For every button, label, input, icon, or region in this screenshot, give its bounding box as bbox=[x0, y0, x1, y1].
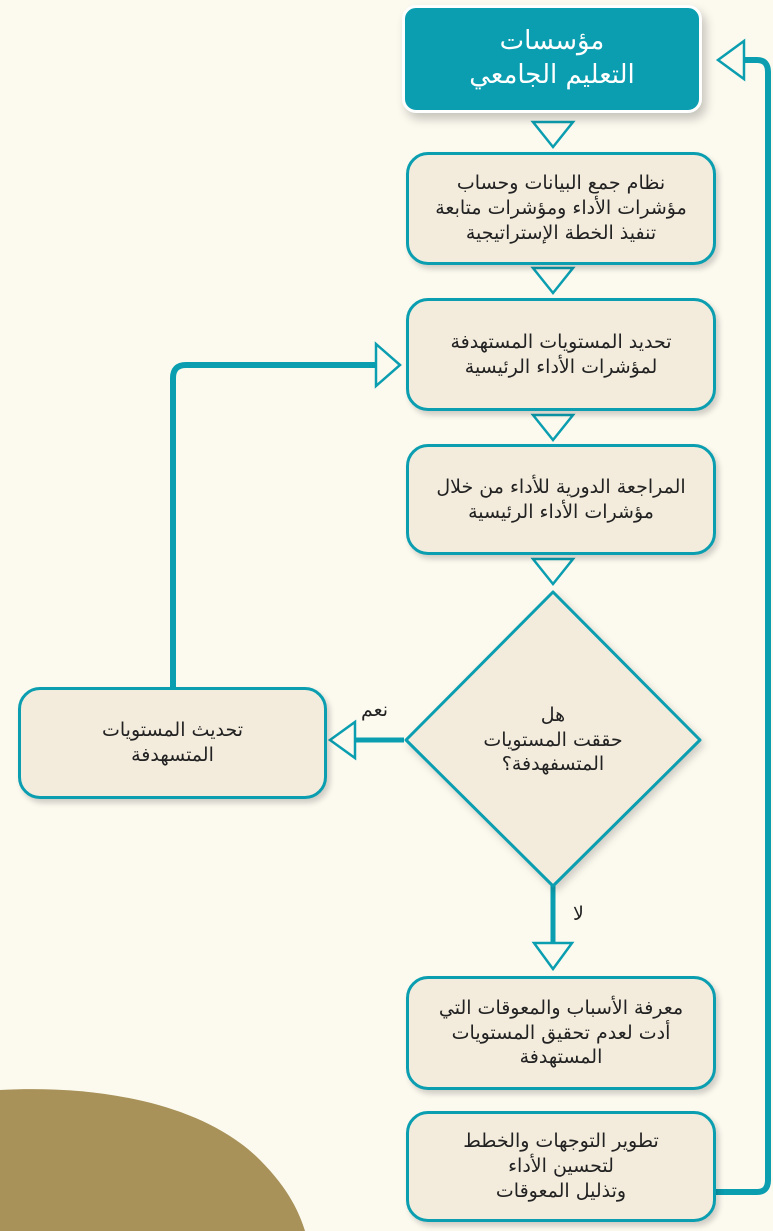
decision-text-box: هل حققت المستويات المتسفهدفة؟ bbox=[456, 690, 650, 790]
develop-text: تطوير التوجهات والخطط لتحسين الأداء وتذل… bbox=[463, 1130, 659, 1202]
top-node: مؤسسات التعليم الجامعي bbox=[402, 5, 702, 113]
find-causes-text: معرفة الأسباب والمعوقات التي أدت لعدم تح… bbox=[438, 996, 684, 1069]
decision-diamond bbox=[404, 590, 702, 888]
top-node-text: مؤسسات التعليم الجامعي bbox=[469, 26, 635, 90]
no-label: لا bbox=[573, 903, 584, 925]
data-system-node: نظام جمع البيانات وحساب مؤشرات الأداء وم… bbox=[406, 152, 716, 265]
yes-label: نعم bbox=[361, 699, 389, 721]
decorative-wave bbox=[0, 1089, 305, 1231]
down-arrow-1 bbox=[530, 120, 576, 150]
decision-text: هل حققت المستويات المتسفهدفة؟ bbox=[483, 703, 623, 776]
update-loop-line bbox=[170, 362, 378, 690]
develop-node: تطوير التوجهات والخطط لتحسين الأداء وتذل… bbox=[406, 1111, 716, 1222]
set-targets-text: تحديد المستويات المستهدفة لمؤشرات الأداء… bbox=[450, 330, 672, 378]
find-causes-node-rendered: معرفة الأسباب والمعوقات التي أدت لعدم تح… bbox=[406, 976, 716, 1090]
update-targets-node: تحديث المستويات المتسهدفة bbox=[18, 687, 327, 799]
loop-back-arrow bbox=[715, 38, 746, 82]
down-arrow-4 bbox=[530, 557, 576, 587]
loop-back-line bbox=[712, 57, 771, 1195]
update-targets-text: تحديث المستويات المتسهدفة bbox=[101, 719, 244, 766]
update-loop-arrow bbox=[374, 341, 402, 389]
down-arrow-2 bbox=[530, 266, 576, 296]
data-system-text: نظام جمع البيانات وحساب مؤشرات الأداء وم… bbox=[435, 172, 687, 244]
down-arrow-3 bbox=[530, 413, 576, 443]
periodic-review-text: المراجعة الدورية للأداء من خلال مؤشرات ا… bbox=[436, 475, 686, 523]
yes-arrow bbox=[327, 719, 357, 761]
set-targets-node: تحديد المستويات المستهدفة لمؤشرات الأداء… bbox=[406, 298, 716, 411]
periodic-review-node: المراجعة الدورية للأداء من خلال مؤشرات ا… bbox=[406, 444, 716, 555]
no-arrow bbox=[531, 941, 575, 972]
